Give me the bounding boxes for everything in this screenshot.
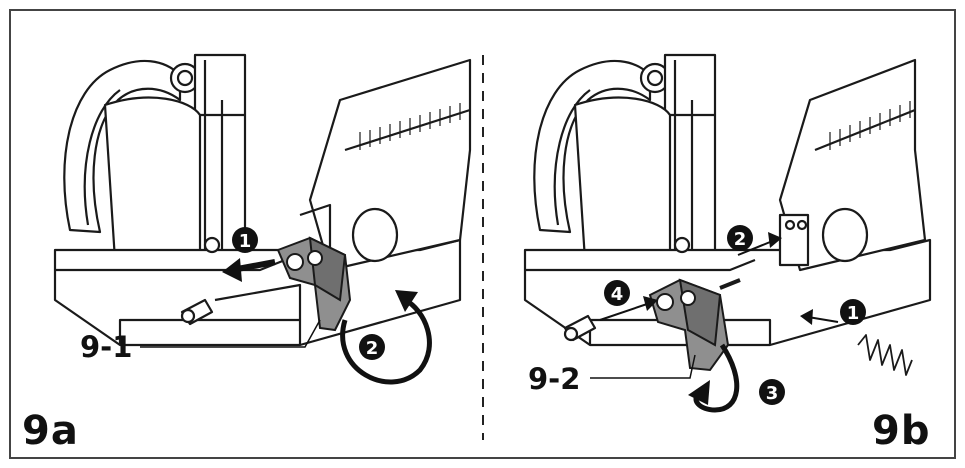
svg-text:1: 1 — [847, 303, 860, 324]
scale-block — [778, 58, 927, 272]
figure-label-9a: 9a — [22, 408, 79, 454]
arrow-step2-9a — [340, 297, 432, 385]
arrow-step3-9b — [693, 343, 740, 413]
leader-9-1 — [140, 319, 321, 348]
part-label-9-1: 9-1 — [80, 330, 133, 364]
housing-body — [663, 53, 717, 277]
outer-border — [9, 9, 956, 459]
lever-9-2 — [648, 278, 741, 372]
lever-9-1 — [276, 236, 352, 332]
svg-text:2: 2 — [734, 229, 747, 250]
step-badge-3-9b: 3 — [759, 379, 785, 405]
step-badge-1-9b: 1 — [840, 299, 866, 325]
arrow-step1-9b — [807, 316, 839, 323]
step-badge-1-9a: 1 — [232, 227, 258, 253]
panel-9a — [53, 53, 472, 347]
svg-text:1: 1 — [239, 231, 252, 252]
step-badge-2-9a: 2 — [359, 334, 385, 360]
step-badge-2-9b: 2 — [727, 225, 753, 251]
svg-text:4: 4 — [611, 284, 624, 305]
step-badge-4-9b: 4 — [604, 280, 630, 306]
panel-9b — [523, 53, 932, 376]
svg-text:3: 3 — [766, 383, 779, 404]
leader-9-2 — [590, 354, 696, 379]
arrow-step2-9b — [737, 239, 776, 256]
arrow-step4-9b — [599, 302, 651, 321]
figure-label-9b: 9b — [872, 408, 931, 454]
spring — [857, 334, 913, 376]
svg-text:2: 2 — [366, 338, 379, 359]
part-label-9-2: 9-2 — [528, 362, 581, 396]
